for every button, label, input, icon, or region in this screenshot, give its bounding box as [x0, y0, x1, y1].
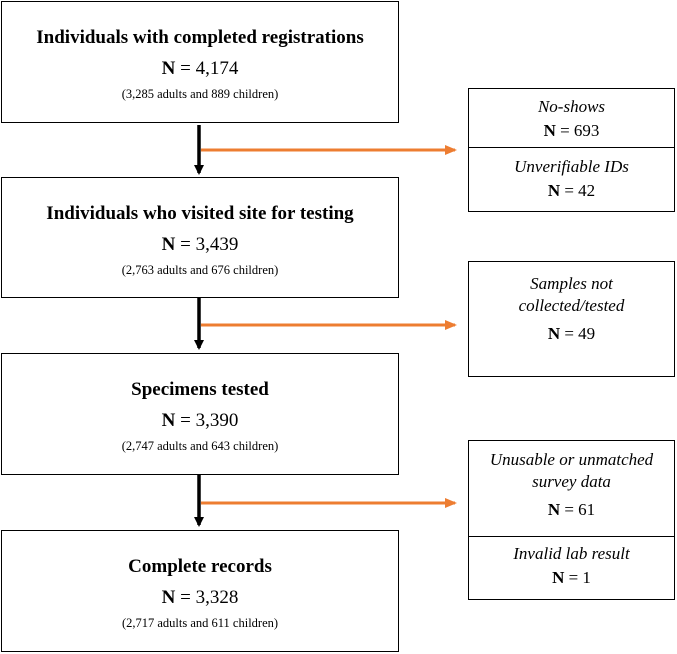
exclusion-label: Invalid lab result [513, 544, 630, 563]
exclusion-item-invalid-lab: Invalid lab result N = 1 [469, 543, 674, 589]
exclusion-item-samples-not-collected: Samples not collected/tested N = 49 [489, 273, 654, 345]
main-box-complete-records: Complete records N = 3,328 (2,717 adults… [1, 530, 399, 652]
exclusion-box-1: No-shows N = 693 Unverifiable IDs N = 42 [468, 88, 675, 212]
exclusion-count: N = 49 [547, 324, 596, 343]
exclusion-item-unusable-survey: Unusable or unmatched survey data N = 61 [471, 449, 672, 521]
main-box-breakdown: (3,285 adults and 889 children) [121, 87, 279, 101]
main-box-title: Specimens tested [131, 379, 269, 400]
main-box-title: Complete records [128, 556, 272, 577]
main-box-count: N = 3,390 [161, 410, 239, 431]
main-box-count: N = 3,439 [161, 234, 239, 255]
exclusion-count: N = 42 [547, 181, 596, 200]
exclusion-box-3: Unusable or unmatched survey data N = 61… [468, 440, 675, 600]
exclusion-divider [469, 536, 674, 537]
exclusion-box-2: Samples not collected/tested N = 49 [468, 261, 675, 377]
main-box-visited: Individuals who visited site for testing… [1, 177, 399, 298]
exclusion-label: Unverifiable IDs [514, 157, 629, 176]
main-box-title: Individuals who visited site for testing [46, 203, 354, 224]
exclusion-label: Samples not collected/tested [518, 274, 625, 315]
main-box-title: Individuals with completed registrations [36, 27, 364, 48]
exclusion-item-no-shows: No-shows N = 693 [469, 96, 674, 142]
main-box-specimens: Specimens tested N = 3,390 (2,747 adults… [1, 353, 399, 475]
exclusion-count: N = 1 [552, 568, 591, 587]
exclusion-count: N = 693 [543, 121, 600, 140]
exclusion-label: Unusable or unmatched survey data [489, 450, 654, 491]
main-box-breakdown: (2,717 adults and 611 children) [121, 616, 279, 630]
main-box-count: N = 3,328 [161, 587, 239, 608]
exclusion-item-unverifiable-ids: Unverifiable IDs N = 42 [469, 156, 674, 202]
exclusion-divider [469, 147, 674, 148]
exclusion-label: No-shows [537, 97, 606, 116]
main-box-count: N = 4,174 [161, 58, 239, 79]
main-box-registrations: Individuals with completed registrations… [1, 1, 399, 123]
main-box-breakdown: (2,747 adults and 643 children) [121, 439, 279, 453]
exclusion-count: N = 61 [547, 500, 596, 519]
main-box-breakdown: (2,763 adults and 676 children) [121, 263, 279, 277]
